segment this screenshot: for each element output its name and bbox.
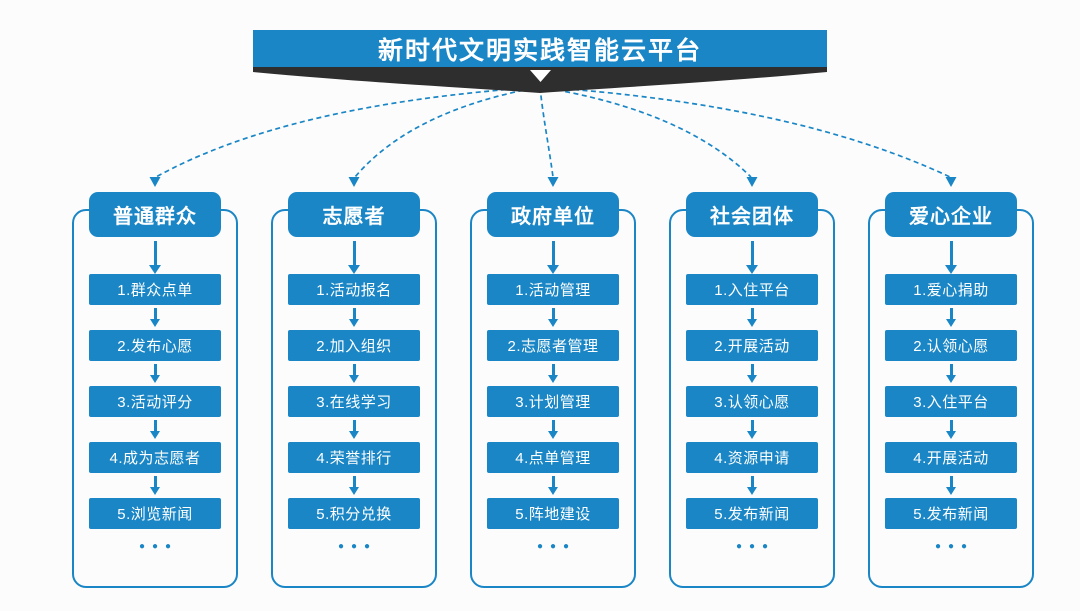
down-arrow-icon (548, 308, 558, 327)
ellipsis-dots: ●●● (337, 541, 378, 552)
down-arrow-icon (349, 476, 359, 495)
down-arrow-icon (945, 241, 957, 274)
step-box: 1.入住平台 (686, 274, 818, 305)
down-arrow-icon (946, 308, 956, 327)
down-arrow-icon (149, 241, 161, 274)
step-box: 4.荣誉排行 (288, 442, 420, 473)
down-arrow-icon (530, 70, 551, 82)
step-box: 5.阵地建设 (487, 498, 619, 529)
column-general-public: 普通群众 1.群众点单 2.发布心愿 3.活动评分 4.成为志愿者 5.浏览新闻… (72, 192, 238, 588)
column-header: 普通群众 (89, 192, 221, 237)
column-government-units: 政府单位 1.活动管理 2.志愿者管理 3.计划管理 4.点单管理 5.阵地建设… (470, 192, 636, 588)
connector-to-volunteers (354, 86, 541, 178)
step-box: 3.在线学习 (288, 386, 420, 417)
step-box: 2.开展活动 (686, 330, 818, 361)
down-arrow-icon (150, 476, 160, 495)
column-header: 志愿者 (288, 192, 420, 237)
step-box: 2.志愿者管理 (487, 330, 619, 361)
down-arrow-icon (348, 241, 360, 274)
arrowhead-icon (547, 177, 559, 187)
down-arrow-icon (349, 308, 359, 327)
step-box: 4.点单管理 (487, 442, 619, 473)
down-arrow-icon (349, 364, 359, 383)
step-box: 5.积分兑换 (288, 498, 420, 529)
connector-to-social-groups (539, 86, 752, 178)
column-caring-enterprises: 爱心企业 1.爱心捐助 2.认领心愿 3.入住平台 4.开展活动 5.发布新闻 … (868, 192, 1034, 588)
connector-to-general-public (155, 86, 541, 178)
step-box: 1.活动管理 (487, 274, 619, 305)
down-arrow-icon (548, 476, 558, 495)
step-box: 3.认领心愿 (686, 386, 818, 417)
down-arrow-icon (747, 420, 757, 439)
down-arrow-icon (946, 476, 956, 495)
column-header: 政府单位 (487, 192, 619, 237)
banner-ribbon (253, 67, 827, 93)
down-arrow-icon (150, 420, 160, 439)
step-box: 3.入住平台 (885, 386, 1017, 417)
ellipsis-dots: ●●● (735, 541, 776, 552)
step-box: 4.开展活动 (885, 442, 1017, 473)
step-box: 1.活动报名 (288, 274, 420, 305)
step-box: 2.发布心愿 (89, 330, 221, 361)
down-arrow-icon (946, 364, 956, 383)
down-arrow-icon (548, 420, 558, 439)
step-box: 3.计划管理 (487, 386, 619, 417)
step-box: 1.群众点单 (89, 274, 221, 305)
arrowhead-icon (348, 177, 360, 187)
role-columns: 普通群众 1.群众点单 2.发布心愿 3.活动评分 4.成为志愿者 5.浏览新闻… (72, 192, 1034, 588)
step-box: 4.资源申请 (686, 442, 818, 473)
down-arrow-icon (150, 364, 160, 383)
down-arrow-icon (946, 420, 956, 439)
down-arrow-icon (747, 308, 757, 327)
down-arrow-icon (747, 364, 757, 383)
column-social-groups: 社会团体 1.入住平台 2.开展活动 3.认领心愿 4.资源申请 5.发布新闻 … (669, 192, 835, 588)
connector-to-caring-enterprises (539, 86, 951, 178)
step-box: 2.认领心愿 (885, 330, 1017, 361)
arrowhead-icon (149, 177, 161, 187)
step-box: 5.发布新闻 (885, 498, 1017, 529)
down-arrow-icon (349, 420, 359, 439)
step-box: 2.加入组织 (288, 330, 420, 361)
arrowhead-icon (945, 177, 957, 187)
step-box: 4.成为志愿者 (89, 442, 221, 473)
ellipsis-dots: ●●● (138, 541, 179, 552)
column-header: 爱心企业 (885, 192, 1017, 237)
step-box: 1.爱心捐助 (885, 274, 1017, 305)
down-arrow-icon (548, 364, 558, 383)
platform-title-banner: 新时代文明实践智能云平台 (253, 30, 827, 68)
down-arrow-icon (547, 241, 559, 274)
step-box: 3.活动评分 (89, 386, 221, 417)
step-box: 5.浏览新闻 (89, 498, 221, 529)
down-arrow-icon (746, 241, 758, 274)
ellipsis-dots: ●●● (536, 541, 577, 552)
platform-title: 新时代文明实践智能云平台 (377, 37, 702, 65)
connector-to-government-units (539, 86, 554, 178)
column-volunteers: 志愿者 1.活动报名 2.加入组织 3.在线学习 4.荣誉排行 5.积分兑换 ●… (271, 192, 437, 588)
arrowhead-icon (746, 177, 758, 187)
ellipsis-dots: ●●● (934, 541, 975, 552)
step-box: 5.发布新闻 (686, 498, 818, 529)
column-header: 社会团体 (686, 192, 818, 237)
down-arrow-icon (747, 476, 757, 495)
down-arrow-icon (150, 308, 160, 327)
